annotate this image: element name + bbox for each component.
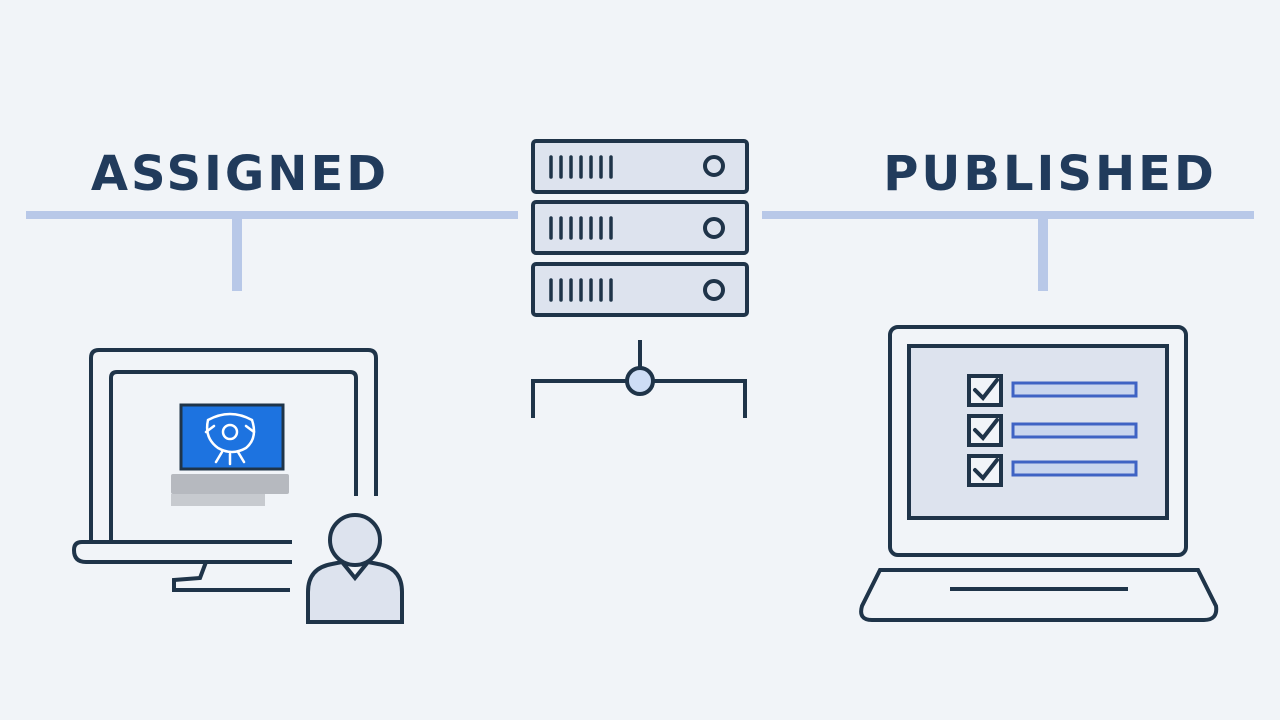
server-unit: [531, 262, 749, 317]
checklist-icon: [967, 374, 1138, 487]
app-screen: [179, 403, 285, 471]
checklist-item: [967, 454, 1138, 487]
app-logo-icon: [204, 412, 256, 466]
checklist-item: [967, 414, 1138, 447]
connector-lines: [26, 211, 1254, 291]
left-rail: [26, 211, 518, 219]
assigned-label: ASSIGNED: [91, 146, 389, 202]
desktop-monitor-icon: [71, 348, 378, 592]
server-unit: [531, 139, 749, 194]
app-stand: [171, 494, 265, 506]
network-node-icon: [531, 340, 747, 418]
published-label: PUBLISHED: [883, 146, 1217, 202]
server-rack-icon: [531, 139, 749, 317]
app-base: [171, 474, 289, 494]
right-rail: [762, 211, 1254, 219]
checklist-item: [967, 374, 1138, 407]
user-icon: [306, 513, 404, 624]
right-drop: [1038, 219, 1048, 291]
app-window: [171, 403, 289, 506]
left-drop: [232, 219, 242, 291]
server-unit: [531, 200, 749, 255]
